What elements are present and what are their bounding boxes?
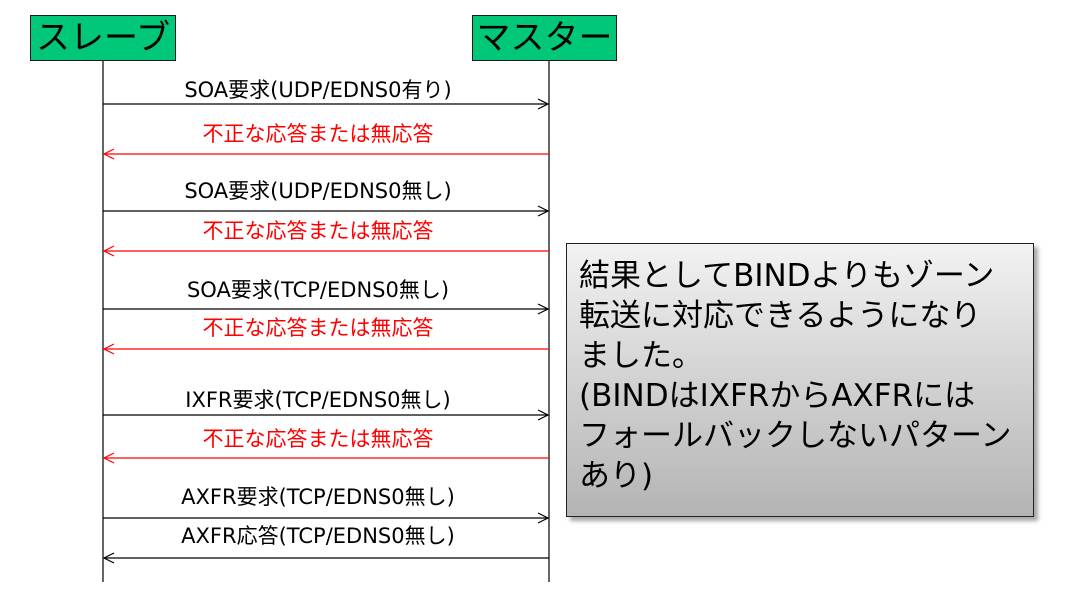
note-line-4: (BINDはIXFRからAXFRには (579, 378, 976, 414)
message-label-8: 不正な応答または無応答 (202, 427, 434, 451)
message-arrowhead-10 (102, 552, 115, 564)
note-line-6: あり) (579, 458, 654, 494)
note-line-5: フォールバックしないパターン (579, 418, 1012, 454)
message-arrowhead-1 (537, 98, 550, 110)
message-arrowhead-2 (102, 148, 115, 160)
message-arrowhead-7 (537, 409, 550, 421)
message-arrowhead-8 (102, 452, 115, 464)
result-note: 結果としてBINDよりもゾーン 転送に対応できるようになり ました。 (BIND… (566, 243, 1034, 517)
message-label-4: 不正な応答または無応答 (202, 219, 434, 243)
note-line-2: 転送に対応できるようになり (579, 298, 982, 334)
message-label-3: SOA要求(UDP/EDNS0無し) (184, 179, 452, 203)
message-arrowhead-3 (537, 205, 550, 217)
message-arrowhead-9 (537, 512, 550, 524)
message-label-9: AXFR要求(TCP/EDNS0無し) (181, 485, 455, 509)
message-arrowhead-5 (537, 303, 550, 315)
message-label-1: SOA要求(UDP/EDNS0有り) (184, 78, 452, 102)
message-arrowhead-4 (102, 245, 115, 257)
slave-actor-label: スレーブ (36, 18, 170, 58)
message-arrowhead-6 (102, 343, 115, 355)
note-line-3: ました。 (579, 338, 703, 374)
message-label-6: 不正な応答または無応答 (202, 316, 434, 340)
note-line-1: 結果としてBINDよりもゾーン (579, 258, 995, 294)
slave-actor-box: スレーブ (30, 15, 176, 61)
message-label-10: AXFR応答(TCP/EDNS0無し) (181, 524, 455, 548)
message-label-2: 不正な応答または無応答 (202, 122, 434, 146)
master-actor-box: マスター (472, 15, 617, 61)
message-label-5: SOA要求(TCP/EDNS0無し) (186, 278, 450, 302)
master-actor-label: マスター (476, 18, 613, 58)
message-label-7: IXFR要求(TCP/EDNS0無し) (185, 388, 451, 412)
